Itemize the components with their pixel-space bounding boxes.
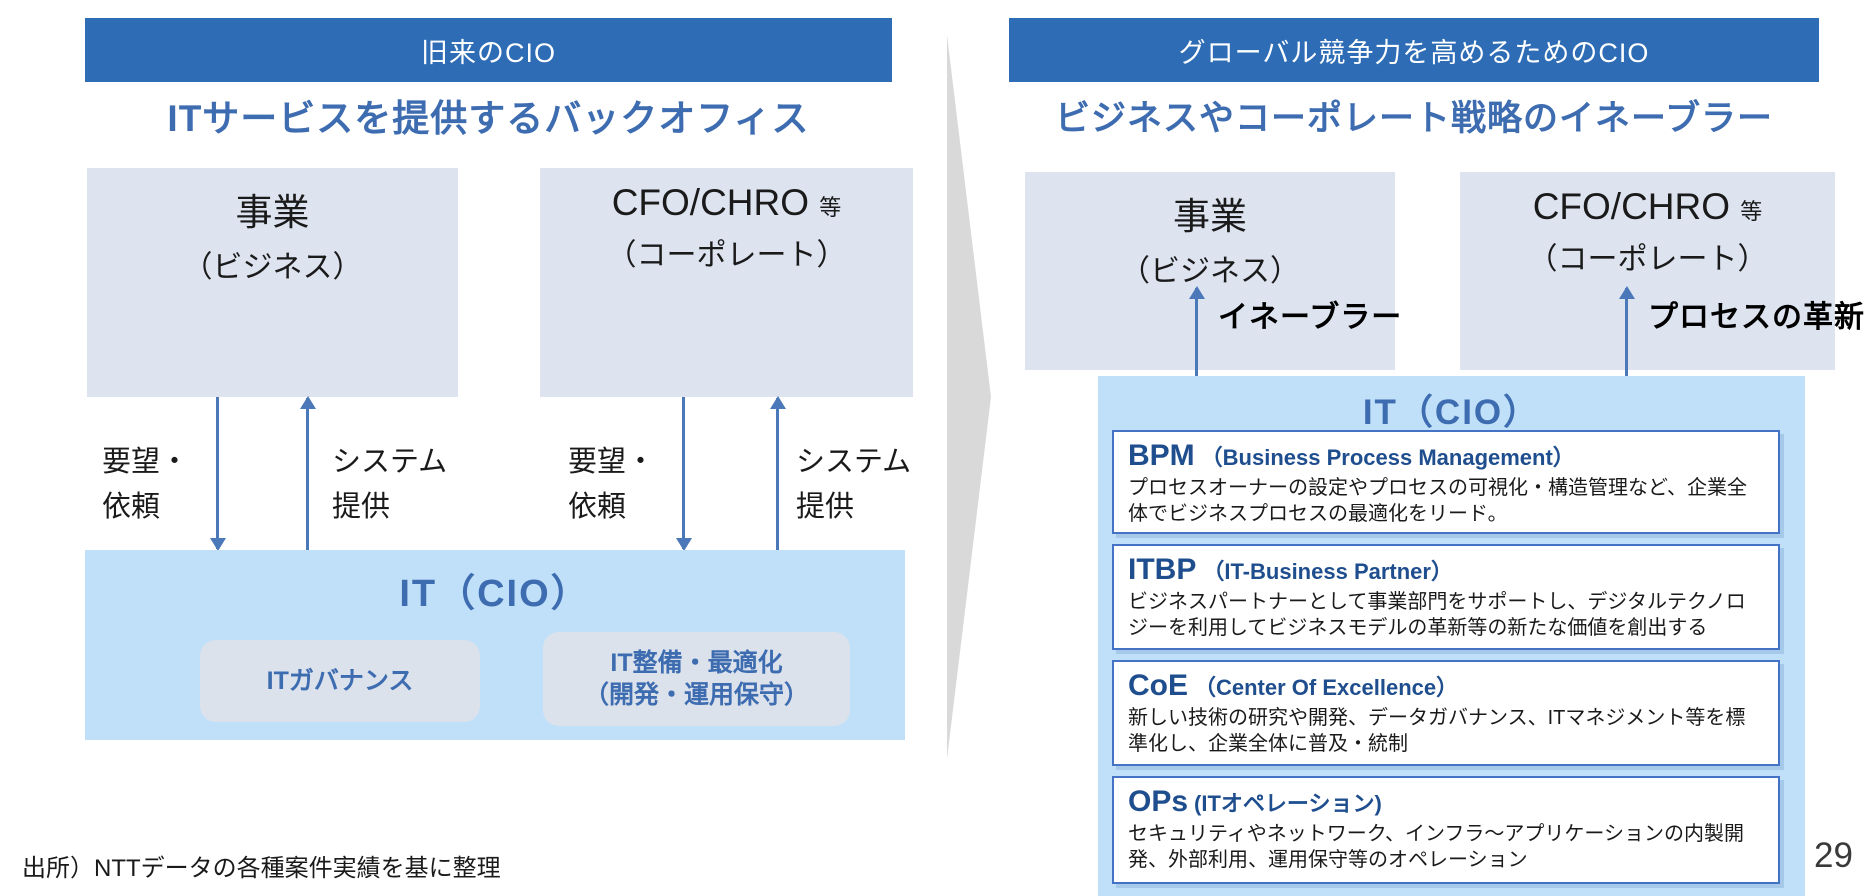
left-header-banner: 旧来のCIO (85, 18, 892, 82)
request-down-arrow-business (209, 397, 226, 551)
left-it-cio-title: IT（CIO） (399, 573, 591, 615)
request-label-line2: 依頼 (568, 490, 627, 523)
function-box-itbp: ITBP （IT-Business Partner） ビジネスパートナーとして事… (1112, 544, 1780, 650)
system-label-line2: 提供 (796, 490, 855, 523)
left-business-box-title: 事業 (235, 192, 310, 233)
request-down-arrow-corporate (675, 397, 692, 551)
system-up-arrow-corporate (769, 396, 786, 550)
function-fullname: （Business Process Management） (1200, 445, 1575, 470)
right-corporate-box-title: CFO/CHRO (1532, 186, 1731, 227)
right-corporate-box-suffix: 等 (1740, 199, 1763, 224)
left-corporate-box-title: CFO/CHRO (611, 182, 810, 223)
system-label-business: システム 提供 (332, 440, 447, 530)
right-business-box-subtitle: （ビジネス） (1120, 255, 1300, 288)
transition-arrow-icon (947, 35, 991, 759)
function-heading: OPs (ITオペレーション) (1128, 785, 1764, 819)
left-business-box-subtitle: （ビジネス） (182, 251, 363, 284)
function-heading: BPM （Business Process Management） (1128, 439, 1764, 473)
right-panel-title: ビジネスやコーポレート戦略のイネーブラー (1055, 99, 1773, 138)
arrow-head-down-icon (675, 538, 692, 551)
right-business-box: 事業 （ビジネス） (1025, 172, 1395, 370)
arrow-head-down-icon (209, 538, 226, 551)
function-fullname: (ITオペレーション) (1194, 791, 1382, 816)
system-label-line2: 提供 (332, 490, 391, 523)
it-governance-label: ITガバナンス (266, 666, 414, 695)
function-heading: CoE （Center Of Excellence） (1128, 669, 1764, 703)
function-acronym: ITBP (1128, 553, 1197, 586)
function-heading: ITBP （IT-Business Partner） (1128, 553, 1764, 587)
request-label-line1: 要望・ (568, 446, 656, 478)
request-label-line2: 依頼 (102, 490, 161, 523)
right-header-label: グローバル競争力を高めるためのCIO (1178, 37, 1650, 68)
left-corporate-box-suffix: 等 (819, 195, 842, 220)
system-label-corporate: システム 提供 (796, 440, 911, 530)
it-optimization-line1: IT整備・最適化 (610, 648, 783, 677)
function-description: セキュリティやネットワーク、インフラ～アプリケーションの内製開発、外部利用、運用… (1128, 823, 1744, 871)
function-acronym: OPs (1128, 785, 1189, 818)
function-description: プロセスオーナーの設定やプロセスの可視化・構造管理など、企業全体でビジネスプロセ… (1128, 477, 1747, 525)
arrow-head-up-icon (1188, 286, 1205, 299)
it-governance-box: ITガバナンス (200, 640, 480, 722)
system-label-line1: システム (332, 446, 448, 478)
arrow-head-up-icon (299, 396, 316, 409)
right-business-box-title: 事業 (1173, 196, 1247, 237)
request-label-line1: 要望・ (102, 446, 190, 478)
right-it-cio-title: IT（CIO） (1362, 393, 1541, 432)
source-note: 出所）NTTデータの各種案件実績を基に整理 (22, 855, 501, 882)
function-box-coe: CoE （Center Of Excellence） 新しい技術の研究や開発、デ… (1112, 660, 1780, 766)
page-number: 29 (1814, 836, 1853, 875)
arrow-head-up-icon (1618, 286, 1635, 299)
left-business-box: 事業 （ビジネス） (87, 168, 458, 397)
left-panel-title: ITサービスを提供するバックオフィス (167, 98, 810, 139)
function-fullname: （IT-Business Partner） (1202, 559, 1453, 584)
system-up-arrow-business (299, 396, 316, 550)
left-corporate-box: CFO/CHRO 等 （コーポレート） (540, 168, 913, 397)
right-corporate-box: CFO/CHRO 等 （コーポレート） (1460, 172, 1835, 370)
process-innovation-label: プロセスの革新 (1648, 301, 1865, 334)
function-acronym: BPM (1128, 439, 1195, 472)
right-corporate-box-subtitle: （コーポレート） (1527, 243, 1768, 276)
function-acronym: CoE (1128, 669, 1188, 702)
function-fullname: （Center Of Excellence） (1194, 675, 1459, 700)
arrow-head-up-icon (769, 396, 786, 409)
function-box-ops: OPs (ITオペレーション) セキュリティやネットワーク、インフラ～アプリケー… (1112, 776, 1780, 884)
system-label-line1: システム (796, 446, 912, 478)
request-label-business: 要望・ 依頼 (102, 440, 189, 530)
it-optimization-box: IT整備・最適化 （開発・運用保守） (543, 632, 850, 726)
right-header-banner: グローバル競争力を高めるためのCIO (1009, 18, 1819, 82)
left-header-label: 旧来のCIO (420, 37, 556, 68)
function-description: ビジネスパートナーとして事業部門をサポートし、デジタルテクノロジーを利用してビジ… (1128, 591, 1746, 639)
it-optimization-line2: （開発・運用保守） (583, 681, 809, 709)
enabler-label: イネーブラー (1218, 301, 1403, 334)
request-label-corporate: 要望・ 依頼 (568, 440, 655, 530)
left-corporate-box-subtitle: （コーポレート） (606, 239, 847, 272)
function-box-bpm: BPM （Business Process Management） プロセスオー… (1112, 430, 1780, 534)
function-description: 新しい技術の研究や開発、データガバナンス、ITマネジメント等を標準化し、企業全体… (1128, 707, 1746, 755)
